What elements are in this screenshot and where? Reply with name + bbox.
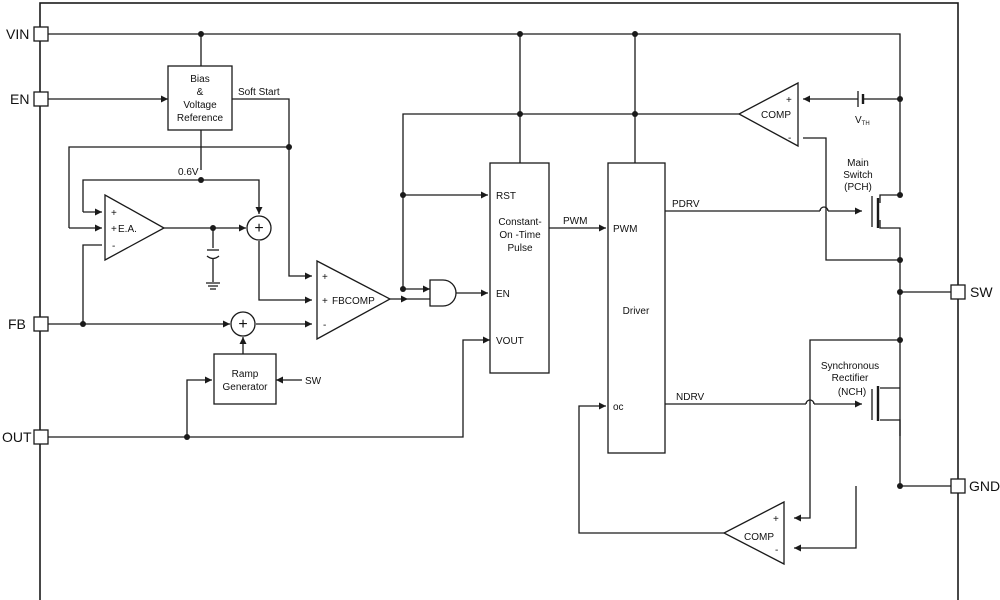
- ea-minus: -: [112, 241, 115, 252]
- cot-line-3: Pulse: [507, 243, 532, 254]
- error-amplifier: + + - E.A.: [104, 193, 166, 262]
- main-switch-line-3: (PCH): [844, 182, 872, 193]
- fbcomp-plus-2: +: [322, 296, 328, 307]
- bias-line-1: Bias: [190, 74, 209, 85]
- port-en: EN: [496, 289, 510, 300]
- vth-source: VTH: [855, 91, 870, 127]
- pin-fb: FB: [8, 316, 49, 332]
- cot-line-2: On -Time: [499, 230, 541, 241]
- sync-rect-line-2: Rectifier: [832, 373, 869, 384]
- pin-vin-label: VIN: [6, 26, 29, 42]
- bias-voltage-reference-block: Bias & Voltage Reference: [167, 65, 233, 131]
- port-vout: VOUT: [496, 336, 524, 347]
- ea-plus-1: +: [111, 208, 117, 219]
- sum-top-symbol: +: [254, 220, 263, 237]
- pin-vin: VIN: [6, 26, 49, 42]
- comp-bottom-label: COMP: [744, 532, 774, 543]
- pin-en-label: EN: [10, 91, 29, 107]
- junction-dots: [80, 31, 903, 489]
- pdrv-label: PDRV: [672, 199, 700, 210]
- bias-line-4: Reference: [177, 113, 224, 124]
- sync-rect-line-1: Synchronous: [821, 361, 879, 372]
- pin-sw-label: SW: [970, 284, 993, 300]
- ramp-line-1: Ramp: [232, 369, 259, 380]
- pin-out-label: OUT: [2, 429, 32, 445]
- ramp-sw-label: SW: [305, 376, 322, 387]
- comp-top-comparator: + - COMP: [737, 81, 799, 148]
- sum-fb-symbol: +: [238, 316, 247, 333]
- ref-voltage-label: 0.6V: [178, 167, 199, 178]
- main-switch-line-2: Switch: [843, 170, 872, 181]
- pin-gnd: GND: [950, 478, 1000, 494]
- pin-fb-label: FB: [8, 316, 26, 332]
- port-oc: oc: [613, 402, 624, 413]
- fbcomp-comparator: + + - FBCOMP: [316, 259, 392, 341]
- driver-label: Driver: [623, 306, 650, 317]
- pwm-signal-label: PWM: [563, 216, 587, 227]
- ramp-generator-block: Ramp Generator: [213, 353, 277, 405]
- pin-gnd-label: GND: [969, 478, 1000, 494]
- port-rst: RST: [496, 191, 516, 202]
- ea-plus-2: +: [111, 224, 117, 235]
- wires: [48, 33, 951, 549]
- comp-bottom-minus: -: [775, 545, 778, 556]
- comp-bottom-plus: +: [773, 514, 779, 525]
- fbcomp-label: FBCOMP: [332, 296, 375, 307]
- comp-top-plus: +: [786, 95, 792, 106]
- cot-line-1: Constant-: [498, 217, 541, 228]
- ndrv-label: NDRV: [676, 392, 704, 403]
- main-switch-line-1: Main: [847, 158, 869, 169]
- vth-label: VTH: [855, 115, 870, 127]
- comp-top-label: COMP: [761, 110, 791, 121]
- port-pwm: PWM: [613, 224, 637, 235]
- comp-top-minus: -: [788, 133, 791, 144]
- ramp-line-2: Generator: [222, 382, 268, 393]
- fbcomp-plus-1: +: [322, 272, 328, 283]
- comp-bottom-comparator: + - COMP: [722, 500, 785, 566]
- main-switch-pmos: Main Switch (PCH): [843, 158, 880, 228]
- pin-sw: SW: [950, 284, 993, 300]
- ea-label: E.A.: [118, 224, 137, 235]
- sync-rect-line-3: (NCH): [838, 387, 866, 398]
- summing-junction-top: +: [246, 215, 272, 241]
- driver-block: PWM Driver oc: [607, 162, 666, 454]
- constant-on-time-block: RST Constant- On -Time Pulse EN VOUT: [489, 162, 550, 374]
- ic-boundary: [39, 2, 959, 600]
- soft-start-label: Soft Start: [238, 87, 280, 98]
- pin-en: EN: [10, 91, 49, 107]
- summing-junction-fb: +: [230, 311, 256, 337]
- fbcomp-minus: -: [323, 320, 326, 331]
- arrowheads: [95, 95, 862, 552]
- bias-line-3: Voltage: [183, 100, 217, 111]
- bias-line-2: &: [197, 87, 204, 98]
- and-gate: [429, 279, 457, 307]
- sync-rectifier-nmos: Synchronous Rectifier (NCH): [821, 361, 880, 421]
- pin-out: OUT: [2, 429, 49, 445]
